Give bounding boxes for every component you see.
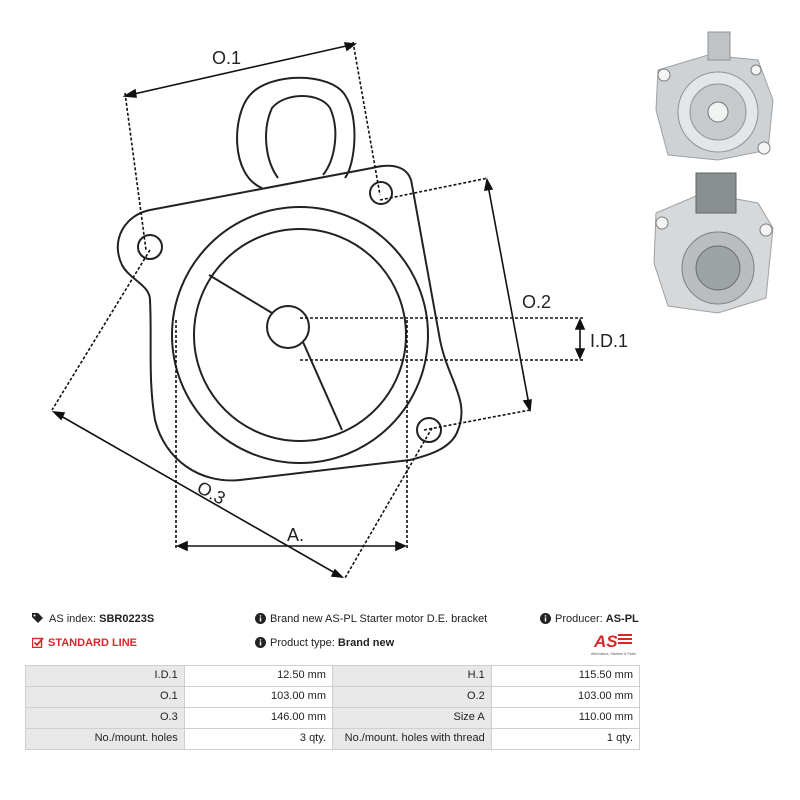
- mount-hole-bottom: [416, 417, 442, 443]
- logo-tagline: Alternators, Starters & Parts: [591, 652, 636, 656]
- spec-value: 103.00 mm: [183, 686, 333, 708]
- top-lug-slot: [265, 95, 337, 179]
- producer-label: Producer:: [555, 613, 603, 625]
- product-photo-front: [655, 31, 774, 161]
- product-photo-rear: [653, 172, 774, 314]
- product-line: STANDARD LINE: [32, 636, 137, 650]
- center-hole: [266, 305, 310, 349]
- spec-value: 110.00 mm: [490, 707, 641, 729]
- type-value: Brand new: [337, 637, 395, 649]
- top-lug-outline: [236, 76, 356, 189]
- table-row: O.1 103.00 mm O.2 103.00 mm: [25, 686, 641, 708]
- flange-outline: [116, 164, 463, 482]
- spec-key: O.2: [331, 686, 492, 708]
- producer-value: AS-PL: [605, 613, 639, 625]
- logo-text: AS: [593, 632, 618, 651]
- spec-value: 115.50 mm: [490, 665, 641, 687]
- spec-key: O.3: [25, 707, 185, 729]
- as-pl-logo: AS Alternators, Starters & Parts: [591, 632, 636, 656]
- type-label: Product type:: [270, 637, 335, 649]
- outer-bore: [171, 206, 429, 464]
- table-row: No./mount. holes 3 qty. No./mount. holes…: [25, 728, 641, 750]
- info-icon: [255, 637, 266, 648]
- as-index-value: SBR0223S: [99, 613, 155, 625]
- as-index-label: AS index:: [49, 613, 97, 625]
- inner-bore: [193, 228, 407, 442]
- spec-value: 103.00 mm: [490, 686, 641, 708]
- spec-value: 146.00 mm: [183, 707, 333, 729]
- spec-value: 12.50 mm: [183, 665, 333, 687]
- sector-cutout: [208, 274, 343, 431]
- table-row: I.D.1 12.50 mm H.1 115.50 mm: [25, 665, 641, 687]
- label-o1: O.1: [212, 48, 241, 68]
- info-icon: [540, 613, 551, 624]
- tags-icon: [32, 613, 43, 623]
- label-o2: O.2: [522, 292, 551, 312]
- spec-key: H.1: [331, 665, 492, 687]
- check-square-icon: [32, 637, 44, 648]
- product-description: Brand new AS-PL Starter motor D.E. brack…: [255, 612, 487, 626]
- technical-drawing: O.1 O.2 O.3 A. I.D.1: [51, 41, 628, 579]
- label-id1: I.D.1: [590, 331, 628, 351]
- product-type: Product type: Brand new: [255, 636, 394, 650]
- label-o3: O.3: [194, 477, 229, 508]
- as-index: AS index: SBR0223S: [32, 612, 154, 626]
- spec-key: No./mount. holes: [25, 728, 185, 750]
- specifications-table: I.D.1 12.50 mm H.1 115.50 mm O.1 103.00 …: [25, 665, 641, 750]
- producer: Producer: AS-PL: [540, 612, 639, 626]
- line-text: STANDARD LINE: [48, 637, 138, 649]
- mount-hole-top: [369, 181, 393, 205]
- mount-hole-left: [137, 234, 163, 260]
- spec-value: 1 qty.: [490, 728, 641, 750]
- label-a: A.: [287, 525, 304, 545]
- table-row: O.3 146.00 mm Size A 110.00 mm: [25, 707, 641, 729]
- description-text: Brand new AS-PL Starter motor D.E. brack…: [270, 613, 488, 625]
- info-icon: [255, 613, 266, 624]
- spec-key: I.D.1: [25, 665, 185, 687]
- spec-key: O.1: [25, 686, 185, 708]
- spec-key: Size A: [331, 707, 492, 729]
- spec-key: No./mount. holes with thread: [331, 728, 492, 750]
- spec-value: 3 qty.: [183, 728, 333, 750]
